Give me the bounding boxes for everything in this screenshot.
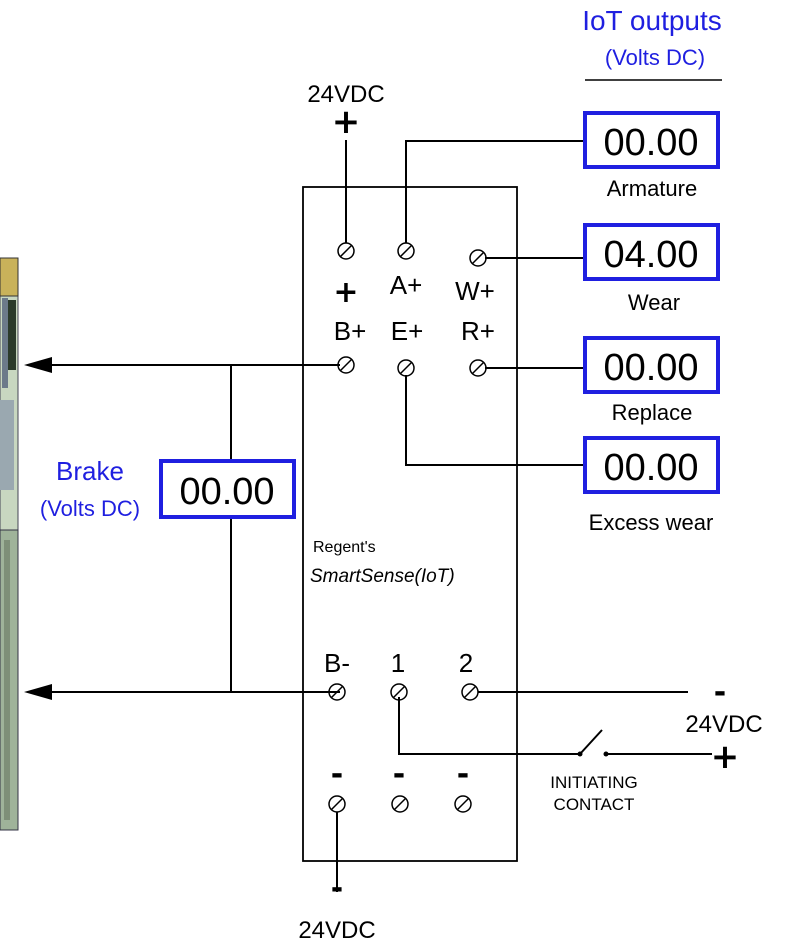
right-supply-plus: + [711, 737, 740, 777]
module-brand: Regent's [313, 539, 376, 556]
replace-value: 00.00 [603, 347, 698, 389]
terminal-screw-icon [390, 683, 408, 701]
terminal-screw-icon [461, 683, 479, 701]
wear-readout: 04.00 Wear [583, 223, 720, 315]
arrow-left-icon [24, 357, 52, 373]
terminal-minus-label: - [331, 757, 343, 792]
brake-value: 00.00 [179, 471, 274, 513]
replace-label: Replace [612, 400, 693, 425]
brake-readout: Brake (Volts DC) 00.00 [40, 456, 296, 521]
terminal-screw-icon [454, 795, 472, 813]
terminal-minus-label: - [457, 757, 469, 792]
excess-wear-label: Excess wear [589, 510, 714, 535]
terminal-w-plus-label: W+ [455, 276, 495, 306]
terminal-screw-icon [397, 359, 415, 377]
iot-outputs-unit: (Volts DC) [605, 45, 705, 70]
terminal-2-label: 2 [459, 648, 473, 678]
terminal-screw-icon [337, 242, 355, 260]
iot-outputs-title: IoT outputs [582, 5, 722, 36]
replace-readout: 00.00 Replace [583, 336, 720, 425]
wires [38, 140, 712, 892]
bottom-supply-minus: - [331, 871, 343, 906]
terminal-screw-icon [397, 242, 415, 260]
brake-title: Brake [56, 456, 124, 486]
brake-illustration [0, 257, 19, 831]
left-arrows [24, 357, 52, 700]
contact-label-line2: CONTACT [554, 795, 635, 814]
armature-readout: 00.00 Armature [583, 111, 720, 201]
top-supply-plus: + [332, 102, 361, 142]
right-supply-label: 24VDC [685, 711, 762, 738]
wear-value: 04.00 [603, 234, 698, 276]
contact-label-line1: INITIATING [550, 773, 638, 792]
armature-label: Armature [607, 176, 697, 201]
terminal-b-minus-label: B- [324, 648, 350, 678]
terminal-screw-icon [469, 359, 487, 377]
terminals [328, 242, 487, 813]
smartsense-module [302, 186, 518, 862]
module-name: SmartSense(IoT) [310, 566, 455, 587]
terminal-screw-icon [391, 795, 409, 813]
terminal-screw-icon [469, 249, 487, 267]
terminal-labels: + A+ W+ B+ E+ R+ B- 1 2 - - - [324, 270, 495, 792]
armature-value: 00.00 [603, 122, 698, 164]
terminal-screw-icon [328, 795, 346, 813]
bottom-supply-label: 24VDC [298, 917, 375, 944]
supply-labels: 24VDC + - 24VDC + - 24VDC [298, 81, 762, 944]
excess-wear-readout: 00.00 Excess wear [583, 436, 720, 535]
brake-unit: (Volts DC) [40, 496, 140, 521]
terminal-b-plus-label: B+ [334, 316, 367, 346]
terminal-r-plus-label: R+ [461, 316, 495, 346]
terminal-screw-icon [328, 683, 346, 701]
wear-label: Wear [628, 290, 680, 315]
initiating-contact-switch [577, 729, 609, 757]
terminal-screw-icon [337, 356, 355, 374]
excess-wear-value: 00.00 [603, 447, 698, 489]
top-supply-label: 24VDC [307, 81, 384, 108]
terminal-1-label: 1 [391, 648, 405, 678]
arrow-left-icon [24, 684, 52, 700]
terminal-plus-label: + [333, 275, 358, 310]
terminal-minus-label: - [393, 757, 405, 792]
terminal-e-plus-label: E+ [391, 316, 424, 346]
terminal-a-plus-label: A+ [390, 270, 423, 300]
right-supply-minus: - [714, 675, 726, 710]
